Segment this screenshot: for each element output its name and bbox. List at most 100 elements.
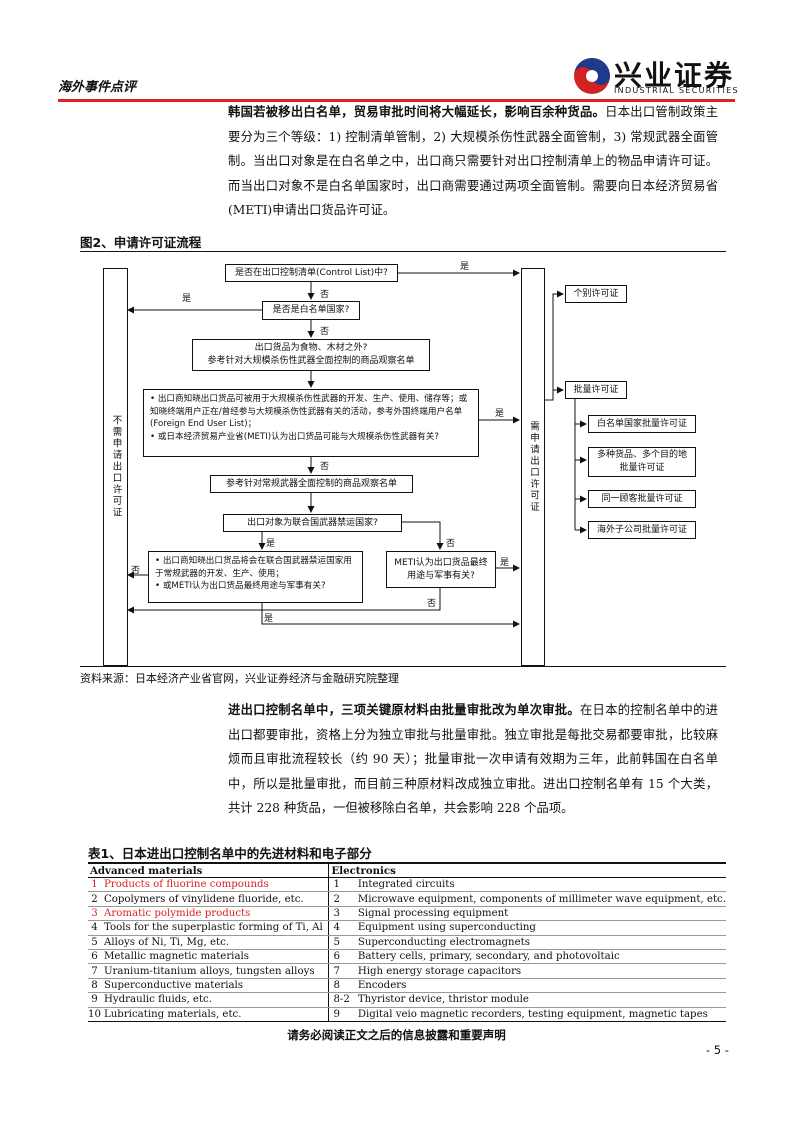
node-wmd-line2: 参考针对大规模杀伤性武器全面控制的商品观察名单 [207,356,415,366]
row-number: 1 [328,877,355,893]
table-header-row: Advanced materials Electronics [88,862,726,878]
electronics-name: Superconducting electromagnets [354,935,726,950]
figure-top-rule [80,251,726,252]
electronics-name: Signal processing equipment [354,906,726,922]
figure-bottom-rule [80,666,726,667]
row-number: 2 [328,891,355,907]
label-yes: 是 [495,409,505,419]
row-number: 8 [328,978,355,994]
electronics-name: Encoders [354,978,726,994]
node-wmd-line1: 出口货品为食物、木材之外? [254,343,368,353]
brand-logo-icon [574,58,610,94]
row-number: 8 [88,978,101,994]
material-name: Metallic magnetic materials [100,949,330,965]
material-name: Products of fluorine compounds [100,877,330,893]
result-bulk-subsidiary: 海外子公司批量许可证 [588,521,696,539]
label-no: 否 [446,539,456,549]
label-yes: 是 [460,262,470,272]
row-number: 7 [328,963,355,979]
row-number: 8-2 [328,992,355,1008]
node-conventional-watchlist: 参考针对常规武器全面控制的商品观察名单 [210,475,413,493]
header-divider [58,99,735,102]
electronics-name: High energy storage capacitors [354,963,726,979]
result-bulk-license: 批量许可证 [565,381,627,399]
brand-name: 兴业证券 [614,59,735,92]
result-bulk-multi: 多种货品、多个目的地批量许可证 [588,447,696,477]
material-name: Lubricating materials, etc. [100,1007,330,1022]
license-required-column: 需申请出口许可证 [521,268,545,666]
electronics-name: Thyristor device, thristor module [354,992,726,1008]
row-number: 9 [88,992,101,1008]
electronics-name: Microwave equipment, components of milli… [354,891,726,907]
row-number: 6 [88,949,101,965]
node-conventional-catch-all: • 出口商知晓出口货品将会在联合国武器禁运国家用于常规武器的开发、生产、使用； … [148,551,363,603]
row-number: 7 [88,963,101,979]
disclaimer-note: 请务必阅读正文之后的信息披露和重要声明 [287,1028,506,1042]
header-advanced-materials: Advanced materials [88,862,330,878]
row-number: 3 [88,906,101,922]
label-yes: 是 [264,614,274,624]
paragraph-approval-change: 进出口控制名单中，三项关键原材料由批量审批改为单次审批。在日本的控制名单中的进出… [228,698,718,821]
electronics-name: Digital veio magnetic recorders, testing… [354,1007,726,1022]
node-wmd-catch-all: • 出口商知晓出口货品可被用于大规模杀伤性武器的开发、生产、使用、储存等；或知晓… [143,389,479,457]
paragraph-body: 日本出口管制政策主要分为三个等级：1) 控制清单管制，2) 大规模杀伤性武器全面… [228,105,718,217]
node-whitelist: 是否是白名单国家? [262,301,360,320]
paragraph-lead: 韩国若被移出白名单，贸易审批时间将大幅延长，影响百余种货品。 [228,105,606,119]
node-wmd-bullet1: • 出口商知晓出口货品可被用于大规模杀伤性武器的开发、生产、使用、储存等；或知晓… [150,394,468,429]
row-number: 3 [328,906,355,922]
paragraph-lead: 进出口控制名单中，三项关键原材料由批量审批改为单次审批。 [228,703,580,717]
row-number: 6 [328,949,355,965]
material-name: Aromatic polymide products [100,906,330,922]
node-meti-military: METI认为出口货品最终用途与军事有关? [386,551,496,588]
license-required-label: 需申请出口许可证 [528,421,539,513]
row-number: 4 [328,920,355,936]
row-number: 5 [88,935,101,950]
material-name: Copolymers of vinylidene fluoride, etc. [100,891,330,907]
brand-name-en: INDUSTRIAL SECURITIES [614,86,739,95]
row-number: 4 [88,920,101,936]
material-name: Hydraulic fluids, etc. [100,992,330,1008]
no-license-label: 不需申请出口许可证 [110,415,122,519]
node-un-embargo: 出口对象为联合国武器禁运国家? [223,514,402,532]
label-no: 否 [320,327,330,337]
table-title: 表1、日本进出口控制名单中的先进材料和电子部分 [88,846,372,861]
label-yes: 是 [266,539,276,549]
row-number: 10 [88,1007,101,1022]
node-conv-bullet1: • 出口商知晓出口货品将会在联合国武器禁运国家用于常规武器的开发、生产、使用； [155,556,352,579]
paragraph-whitelist-impact: 韩国若被移出白名单，贸易审批时间将大幅延长，影响百余种货品。日本出口管制政策主要… [228,100,718,223]
electronics-name: Equipment using superconducting [354,920,726,936]
row-number: 5 [328,935,355,950]
report-section-label: 海外事件点评 [58,80,137,95]
no-license-column: 不需申请出口许可证 [103,268,128,666]
node-wmd-watchlist: 出口货品为食物、木材之外? 参考针对大规模杀伤性武器全面控制的商品观察名单 [192,339,430,371]
row-number: 1 [88,877,101,893]
node-control-list: 是否在出口控制清单(Control List)中? [225,264,398,282]
result-individual-license: 个别许可证 [565,285,627,303]
figure-title: 图2、申请许可证流程 [80,235,202,250]
result-bulk-same-customer: 同一顾客批量许可证 [588,490,696,508]
header-electronics: Electronics [328,862,726,878]
paragraph-body: 在日本的控制名单中的进出口都要审批，资格上分为独立审批与批量审批。独立审批是每批… [228,703,718,815]
row-number: 2 [88,891,101,907]
row-number: 9 [328,1007,355,1022]
label-no: 否 [320,290,330,300]
label-no: 否 [320,462,330,472]
result-bulk-whitelist: 白名单国家批量许可证 [588,415,696,433]
material-name: Superconductive materials [100,978,330,994]
node-wmd-bullet2: • 或日本经济贸易产业省(METI)认为出口货品可能与大规模杀伤性武器有关? [150,431,439,442]
figure-source: 资料来源：日本经济产业省官网，兴业证券经济与金融研究院整理 [80,672,399,685]
node-conv-bullet2: • 或METI认为出口货品最终用途与军事有关? [155,581,326,591]
label-no: 否 [131,566,141,576]
material-name: Tools for the superplastic forming of Ti… [100,920,330,936]
